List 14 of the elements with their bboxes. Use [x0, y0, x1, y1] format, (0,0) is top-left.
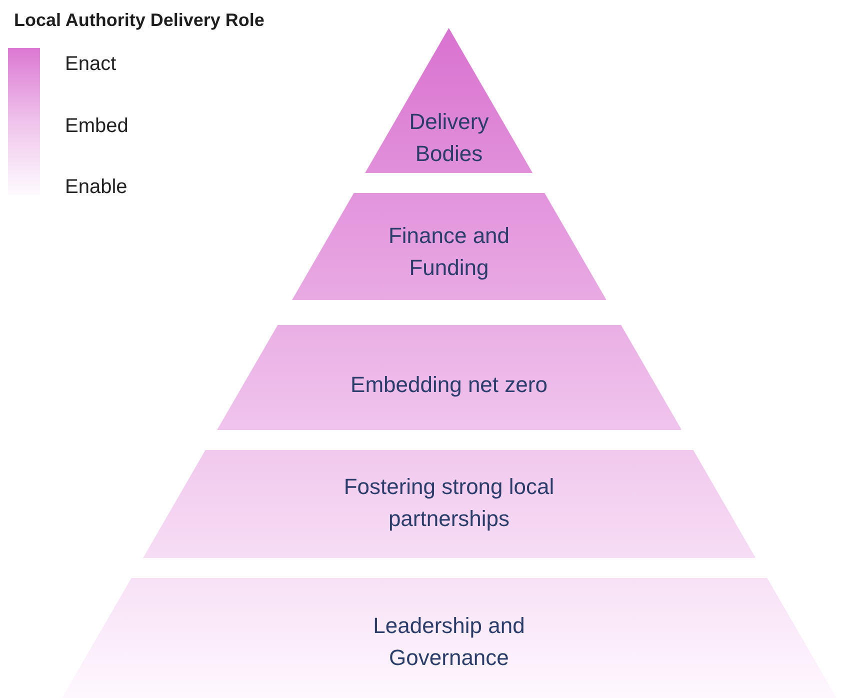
tier-label: Fostering strong local partnerships — [342, 473, 556, 533]
tier-label: Finance and Funding — [387, 222, 511, 282]
diagram-title: Local Authority Delivery Role — [14, 10, 264, 31]
tier-label: Delivery Bodies — [408, 108, 490, 168]
legend-label: Enact — [65, 52, 116, 76]
pyramid-tier — [216, 325, 682, 430]
legend-label: Enable — [65, 175, 128, 199]
legend-label: Embed — [65, 114, 128, 138]
pyramid-tier — [62, 578, 836, 698]
tier-label: Leadership and Governance — [372, 612, 526, 672]
tier-label: Embedding net zero — [350, 371, 548, 399]
pyramid-tier — [365, 28, 533, 173]
pyramid-tier — [142, 450, 756, 558]
pyramid-tier — [292, 193, 606, 300]
